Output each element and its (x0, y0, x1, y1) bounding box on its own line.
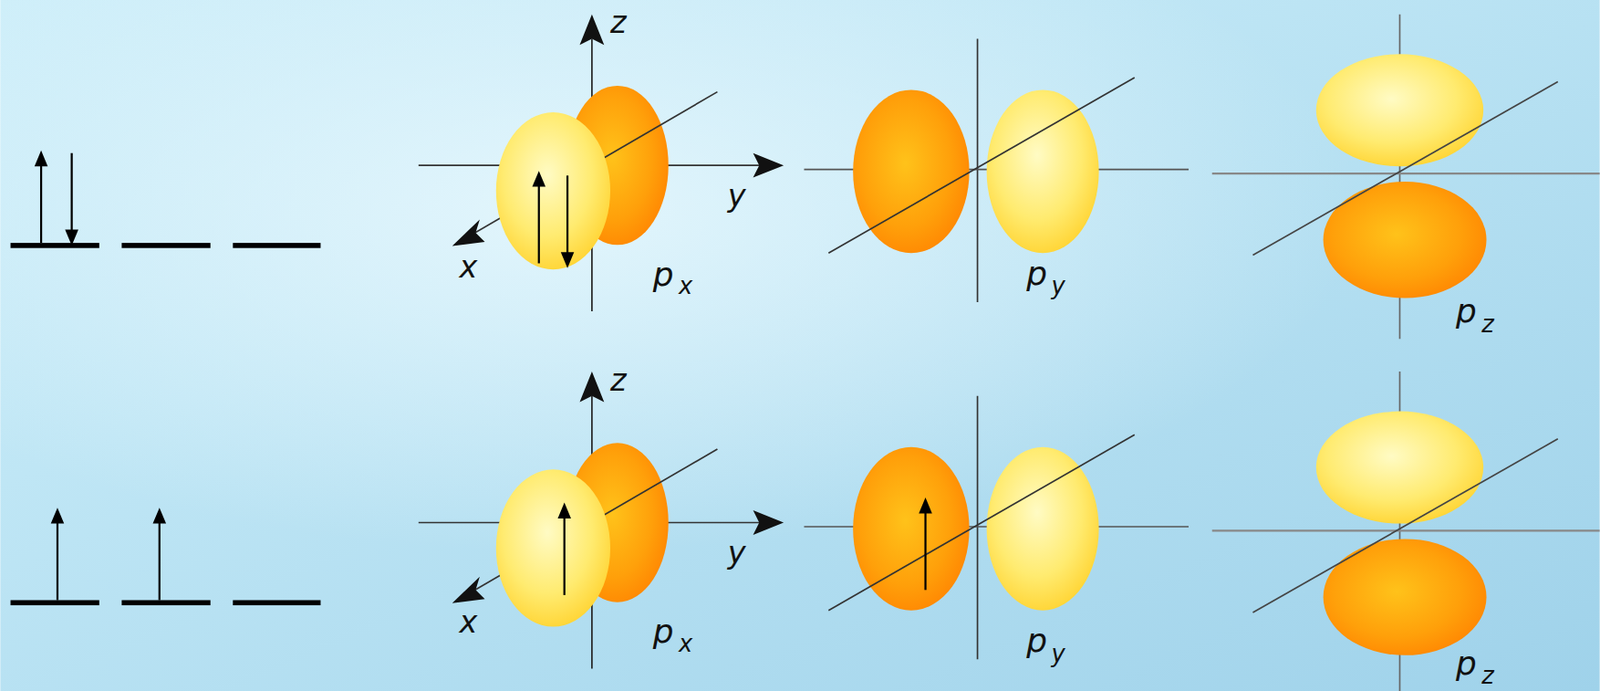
axis-label: z (610, 364, 627, 396)
orbital-subscript: z (1481, 664, 1495, 688)
orbital-subscript: z (1481, 312, 1495, 337)
orbital-name: p (1026, 624, 1048, 658)
orbital-row (10, 371, 1600, 691)
orbital-name: p (1455, 646, 1477, 680)
axis-label: x (459, 607, 478, 639)
electron-arrows (35, 153, 931, 601)
orbital-subscript: x (678, 632, 693, 656)
orbital-name: p (653, 615, 675, 649)
axis-label: y (727, 180, 747, 212)
orbital-subscript: y (1050, 274, 1065, 299)
orbital-subscript: x (678, 274, 693, 299)
orbital-row (10, 14, 1600, 340)
orbital-subscript: y (1050, 642, 1065, 666)
orbital-name: p (653, 258, 675, 291)
axis-label: y (727, 538, 747, 570)
axis-label: z (610, 7, 627, 39)
orbital-name: p (1026, 257, 1048, 291)
orbital-name: p (1455, 294, 1477, 328)
axis-label: x (459, 251, 478, 283)
